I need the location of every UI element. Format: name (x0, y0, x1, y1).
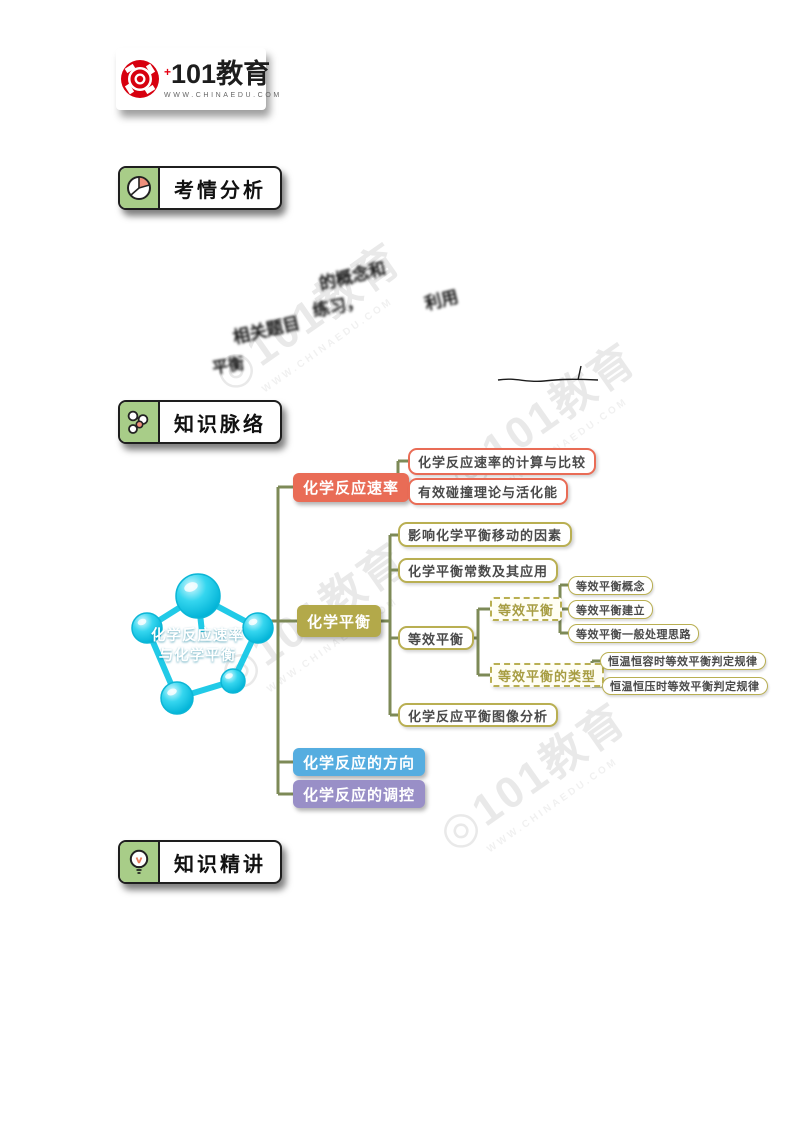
mindmap-leaf: 等效平衡建立 (568, 600, 653, 619)
brand-logo-icon (121, 60, 159, 98)
mindmap-root-label: 化学反应速率 与化学平衡 (151, 628, 244, 664)
section-title: 知识脉络 (174, 413, 266, 436)
section-header-knowledge-network: 知识脉络 (118, 400, 282, 444)
mindmap-node: 化学反应速率的计算与比较 (408, 448, 597, 475)
scratch-line-artifact (497, 365, 599, 383)
mindmap-node-equivalent: 等效平衡 (490, 597, 563, 621)
mindmap-node: 等效平衡 (398, 626, 475, 650)
mindmap-leaf: 等效平衡概念 (568, 576, 653, 595)
section-header-knowledge-lecture: 知识精讲 (118, 840, 282, 884)
mindmap-branch-direction: 化学反应的方向 (293, 748, 426, 776)
mindmap-branch-balance: 化学平衡 (297, 605, 382, 637)
brand-name: +101教育 (164, 59, 271, 89)
section-title: 考情分析 (174, 179, 266, 202)
mindmap-leaf: 恒温恒容时等效平衡判定规律 (600, 652, 766, 670)
section-title: 知识精讲 (174, 853, 266, 876)
brand-plus-accent: + (164, 65, 172, 79)
section-header-exam-analysis: 考情分析 (118, 166, 282, 210)
mindmap-node: 化学反应平衡图像分析 (398, 703, 559, 727)
mindmap-branch-control: 化学反应的调控 (293, 780, 426, 808)
lightbulb-icon (120, 842, 160, 882)
mindmap-node-equivalent-types: 等效平衡的类型 (490, 663, 605, 687)
mindmap-node: 有效碰撞理论与活化能 (408, 478, 569, 505)
molecule-root-graphic (131, 573, 274, 715)
brand-logo: +101教育 WWW.CHINAEDU.COM (116, 48, 279, 110)
network-nodes-icon (120, 402, 160, 442)
mindmap-leaf: 等效平衡一般处理思路 (568, 624, 699, 643)
mindmap-node: 化学平衡常数及其应用 (398, 558, 559, 583)
mindmap-branch-rate: 化学反应速率 (293, 473, 410, 502)
brand-website: WWW.CHINAEDU.COM (164, 92, 282, 99)
pie-chart-icon (120, 168, 160, 208)
mindmap-leaf: 恒温恒压时等效平衡判定规律 (602, 677, 768, 695)
mindmap-node: 影响化学平衡移动的因素 (398, 522, 573, 547)
